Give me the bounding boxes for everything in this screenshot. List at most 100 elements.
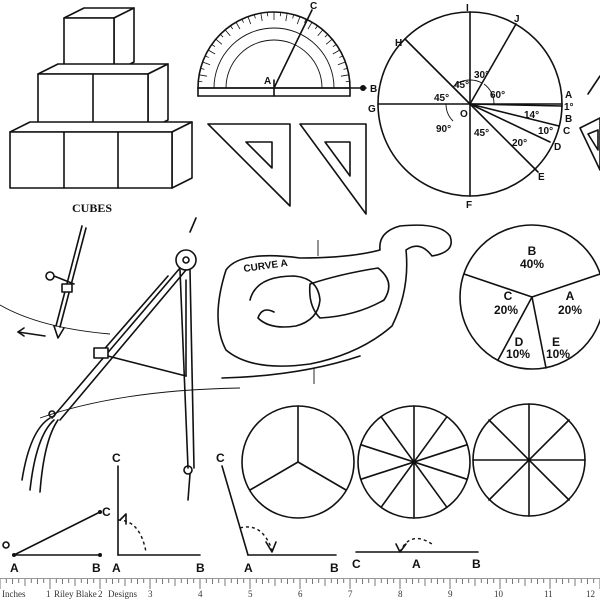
- ruler-brand-left: Riley Blake: [54, 589, 97, 599]
- set-square-left: [208, 124, 290, 206]
- circle-angle-45-upper: 45°: [454, 80, 469, 91]
- protractor-tick: [341, 75, 349, 76]
- right-label-b: B: [196, 561, 205, 575]
- ruler-number-8: 8: [398, 589, 403, 599]
- circle-angle-30: 30°: [474, 70, 489, 81]
- circle-point-b: B: [565, 114, 572, 125]
- ruler-number-10: 10: [494, 589, 503, 599]
- circle-angle-20: 20°: [512, 138, 527, 149]
- circle-point-a: A: [565, 90, 572, 101]
- pie-slice-a-letter: A: [566, 289, 575, 303]
- acute-label-b: B: [92, 561, 101, 575]
- pie-slice-a-pct: 20%: [558, 303, 582, 317]
- circle-angle-14: 14°: [524, 110, 539, 121]
- protractor-tick: [261, 13, 262, 21]
- protractor-tick: [230, 26, 232, 29]
- protractor-tick: [208, 50, 215, 54]
- obtuse-label-a: A: [244, 561, 253, 575]
- protractor-label-a: A: [264, 76, 271, 87]
- circle-angle-90: 90°: [436, 124, 451, 135]
- ruler-number-7: 7: [348, 589, 353, 599]
- inch-ruler: Inches 1 Riley Blake 2 Designs 3 4 5 6 7…: [0, 578, 600, 601]
- compass: [22, 218, 240, 500]
- right-label-c: C: [112, 451, 121, 465]
- circle-angle-45-left: 45°: [434, 93, 449, 104]
- circle-point-d: D: [554, 142, 561, 153]
- degree-circle: [378, 12, 562, 196]
- circle-point-c: C: [563, 126, 570, 137]
- pie-slice-e-pct: 10%: [546, 347, 570, 361]
- pie-slice-b-pct: 40%: [520, 257, 544, 271]
- ruler-number-4: 4: [198, 589, 203, 599]
- protractor-tick: [293, 15, 294, 19]
- circle-tenths: [358, 406, 470, 518]
- protractor-tick: [212, 44, 215, 46]
- acute-label-c: C: [102, 505, 111, 519]
- straight-label-b: B: [472, 557, 481, 571]
- protractor-tick: [297, 17, 300, 25]
- circle-point-i: I: [466, 3, 469, 14]
- acute-label-a: A: [10, 561, 19, 575]
- ruler-number-1: 1: [46, 589, 51, 599]
- circle-angle-45-lower: 45°: [474, 128, 489, 139]
- protractor-label-c: C: [310, 1, 317, 12]
- circle-point-e: E: [538, 172, 545, 183]
- pie-slice-d-pct: 10%: [506, 347, 530, 361]
- angle-right: [118, 466, 200, 555]
- ruler-number-5: 5: [248, 589, 253, 599]
- ruler-number-6: 6: [298, 589, 303, 599]
- ruler-number-3: 3: [148, 589, 153, 599]
- edge-shapes: [580, 76, 600, 170]
- right-label-a: A: [112, 561, 121, 575]
- ruling-pen: [0, 226, 110, 338]
- cubes-stack: [10, 8, 192, 188]
- protractor-tick: [248, 17, 251, 25]
- straight-label-a: A: [412, 557, 421, 571]
- protractor-tick: [325, 34, 328, 37]
- protractor-tick: [339, 56, 343, 58]
- protractor-tick: [203, 62, 211, 65]
- protractor-tick: [199, 75, 207, 76]
- pie-slice-b-letter: B: [528, 244, 537, 258]
- circle-point-g: G: [368, 104, 376, 115]
- ruler-unit-label: Inches: [2, 589, 26, 599]
- circle-point-j: J: [514, 14, 520, 25]
- ruler-number-9: 9: [448, 589, 453, 599]
- ruler-number-2: 2: [98, 589, 103, 599]
- pie-slice-c-pct: 20%: [494, 303, 518, 317]
- cubes-caption: CUBES: [72, 201, 112, 215]
- obtuse-label-b: B: [330, 561, 339, 575]
- protractor-tick: [344, 68, 348, 69]
- pie-slice-c-letter: C: [504, 289, 513, 303]
- protractor-label-b: B: [370, 84, 377, 95]
- straight-label-c: C: [352, 557, 361, 571]
- ruler-number-11: 11: [544, 589, 553, 599]
- angle-straight: [356, 539, 478, 552]
- circle-angle-10: 10°: [538, 126, 553, 137]
- protractor-tick: [216, 39, 222, 44]
- protractor-tick: [326, 39, 332, 44]
- circle-point-h: H: [395, 38, 402, 49]
- obtuse-label-c: C: [216, 451, 225, 465]
- protractor-tick: [333, 44, 336, 46]
- protractor-tick: [236, 22, 240, 29]
- circle-point-o: O: [460, 109, 468, 120]
- circle-angle-1: 1°: [564, 102, 574, 113]
- ruler-number-12: 12: [586, 589, 595, 599]
- protractor-tick: [318, 30, 323, 36]
- protractor-tick: [225, 30, 230, 36]
- protractor-tick: [333, 50, 340, 54]
- protractor-tick: [220, 34, 223, 37]
- protractor-tick: [254, 15, 255, 19]
- protractor-tick: [201, 68, 205, 69]
- protractor-tick: [338, 62, 346, 65]
- ruler-brand-right: Designs: [108, 589, 137, 599]
- protractor-tick: [205, 56, 209, 58]
- angle-obtuse: [222, 466, 336, 555]
- set-square-right: [300, 124, 366, 214]
- protractor-tick: [315, 26, 317, 29]
- circle-point-f: F: [466, 200, 472, 211]
- protractor-tick: [242, 19, 244, 23]
- french-curve: CURVE A: [218, 225, 451, 384]
- protractor-tick: [308, 22, 312, 29]
